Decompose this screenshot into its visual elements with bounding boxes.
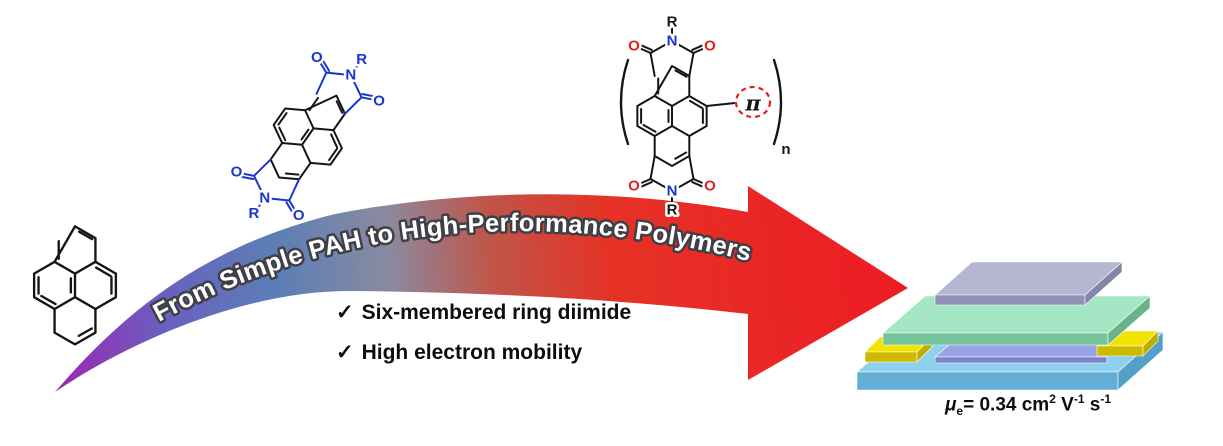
checkmark-icon: ✓ (336, 301, 354, 324)
pi-bond (706, 102, 736, 107)
atom-label-o: O (293, 207, 305, 224)
atom-label-o: O (373, 93, 385, 110)
atom-label-o: O (311, 49, 323, 66)
s-exponent: -1 (1100, 392, 1112, 406)
v-exponent: -1 (1073, 392, 1085, 406)
mu-subscript: e (956, 404, 964, 419)
checkmark-icon: ✓ (336, 341, 354, 364)
highlights-list: ✓ Six-membered ring diimide ✓ High electro… (336, 300, 631, 380)
unit-s: s (1084, 394, 1101, 416)
mu-symbol: μ (944, 394, 957, 416)
transistor-device (856, 261, 1164, 391)
pyrene-molecule (32, 225, 118, 346)
substituent-label-r: R (667, 202, 678, 219)
pi-unit-circle (734, 85, 772, 119)
atom-label-o: O (628, 178, 640, 195)
cm-exponent: 2 (1049, 392, 1056, 406)
atom-label-n: N (345, 67, 356, 84)
mobility-value: = 0.34 cm (963, 394, 1050, 416)
bullet-text: Six-membered ring diimide (361, 301, 632, 324)
right-bracket (772, 58, 783, 146)
list-item: ✓ Six-membered ring diimide (336, 300, 631, 325)
repeat-subscript: n (781, 141, 790, 158)
atom-label-n: N (667, 183, 678, 200)
substituent-label-r: R (667, 14, 678, 31)
pyrene-diimide-molecule: R N O O R N O O (227, 42, 389, 231)
atom-label-o: O (628, 38, 640, 55)
atom-label-o: O (704, 178, 716, 195)
left-bracket (619, 58, 630, 146)
list-item: ✓ High electron mobility (336, 340, 631, 365)
pi-symbol: π (744, 91, 761, 116)
unit-v: V (1055, 394, 1074, 416)
diimide-core-skeleton (249, 74, 366, 199)
substituent-label-r: R (248, 205, 259, 222)
substituent-label-r: R (356, 51, 367, 68)
gate-layer (934, 261, 1123, 306)
semiconductor-layer (934, 343, 1123, 364)
polymer-core-skeleton (636, 65, 708, 167)
bullet-text: High electron mobility (361, 341, 583, 364)
atom-label-n: N (259, 190, 270, 207)
mobility-annotation: μe= 0.34 cm2 V-1 s-1 (878, 392, 1178, 418)
polymer-repeat-unit: π n R N O O R N O O (619, 11, 791, 221)
atom-label-o: O (231, 164, 243, 181)
pyrene-skeleton (32, 225, 118, 346)
atom-label-o: O (704, 38, 716, 55)
atom-label-n: N (667, 33, 678, 50)
